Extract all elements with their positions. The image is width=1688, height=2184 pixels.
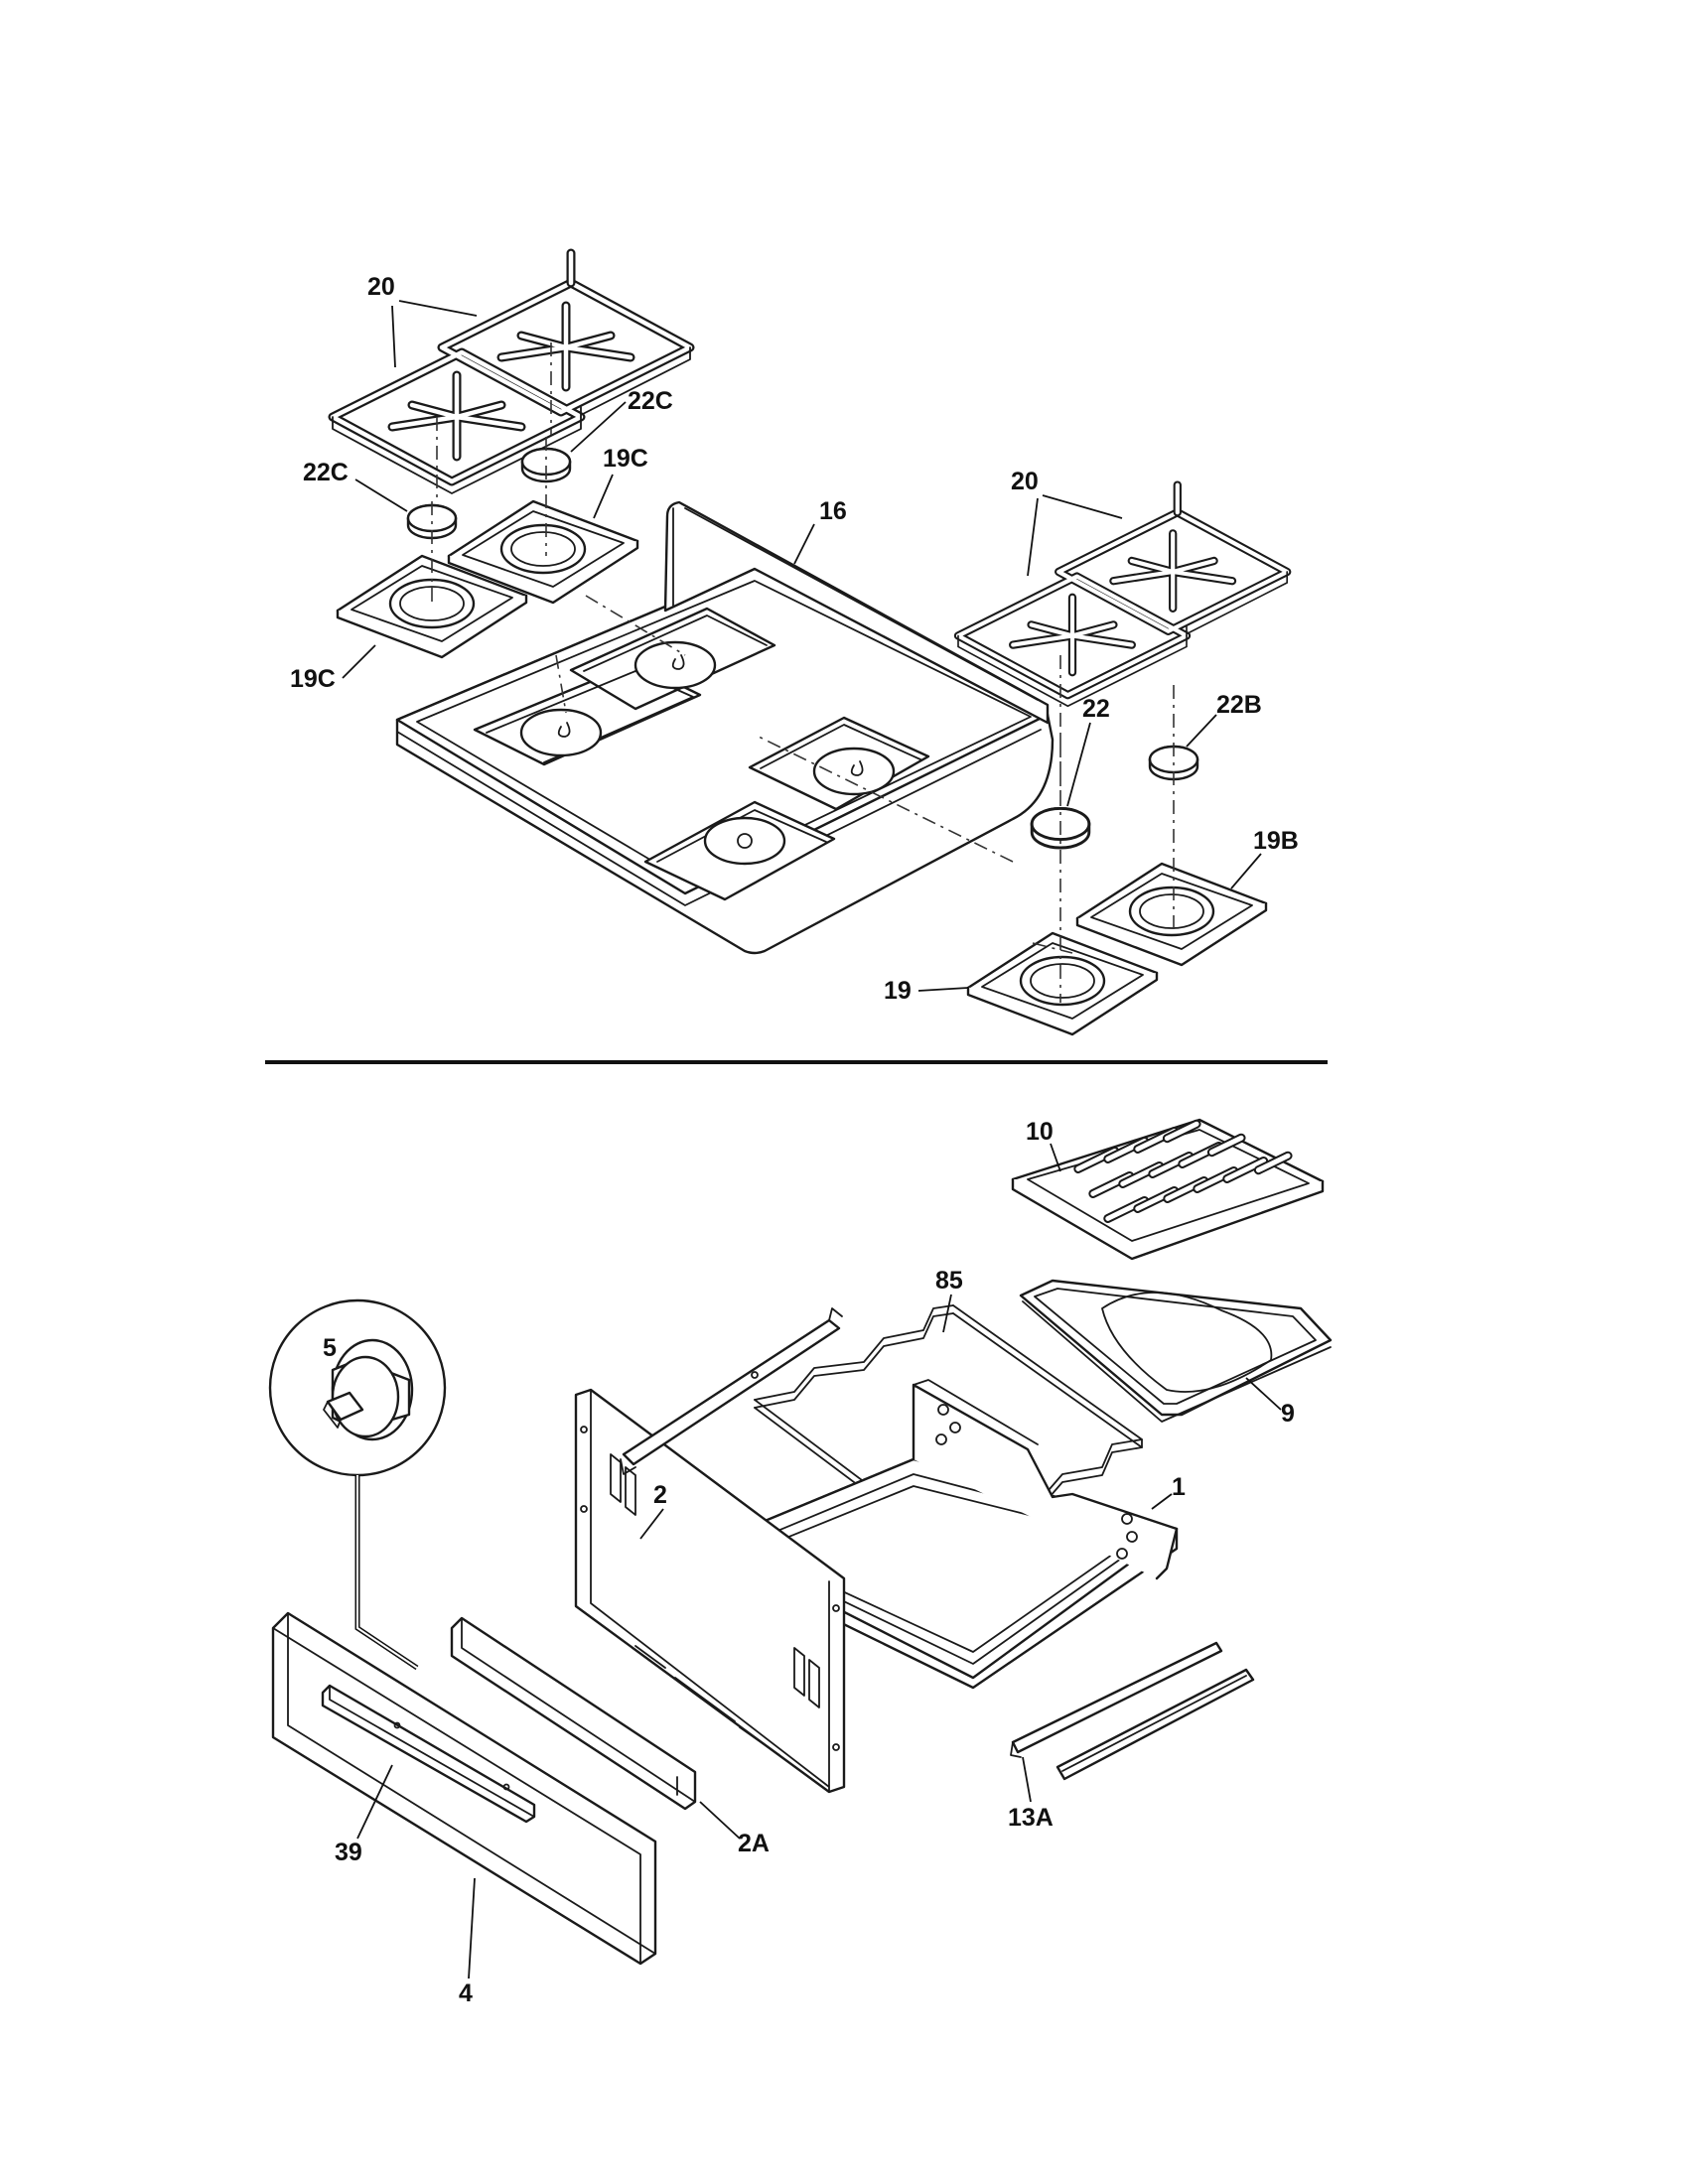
drawer-slide [1010,1641,1255,1781]
bowl-right-back [1075,862,1268,967]
callout-drawer-body: 1 [1172,1473,1186,1501]
callout-broiler-pan: 9 [1281,1400,1295,1428]
left-rail [620,1307,843,1475]
cooktop-assembly: 20 22C 22C 19C 19C 16 20 22 22B 19B 19 [290,253,1299,1036]
cooktop-panel [395,500,1055,955]
callout-cooktop: 16 [819,497,847,525]
callout-rack: 85 [935,1267,963,1295]
knob-inset [268,1298,447,1477]
broiler-pan [1019,1279,1333,1423]
knob-indicator-line [354,1475,419,1671]
callout-bowl-right-back: 19B [1253,827,1299,855]
callout-cap-right-back: 22B [1216,691,1262,719]
callout-bowl-right-front: 19 [884,977,912,1005]
callout-cap-right-front: 22 [1082,695,1110,723]
drawer-back-panel [574,1388,846,1794]
callout-cap-left-top: 22C [628,387,673,415]
broiler-grid [1011,1118,1325,1261]
callout-bowl-left-top: 19C [603,445,648,473]
callout-drawer-side: 2A [738,1830,770,1857]
callout-bowl-left-bottom: 19C [290,665,336,693]
callout-drawer-slide: 13A [1008,1804,1054,1832]
drawer-assembly: 10 9 85 5 1 2 2A 4 39 13A [268,1118,1333,2007]
callout-cap-left-bottom: 22C [303,459,349,486]
callout-knob: 5 [323,1334,337,1362]
callout-broiler-grid: 10 [1026,1118,1054,1146]
grate-right [958,485,1287,707]
callout-handle: 39 [335,1839,362,1866]
callout-drawer-back: 2 [653,1481,667,1509]
drawer-side-panel [450,1616,697,1811]
callout-grate-left: 20 [367,273,395,301]
bowl-right-front [966,931,1159,1036]
drawer-front [271,1611,657,1966]
callout-drawer-front: 4 [459,1979,473,2007]
callout-grate-right: 20 [1011,468,1039,495]
